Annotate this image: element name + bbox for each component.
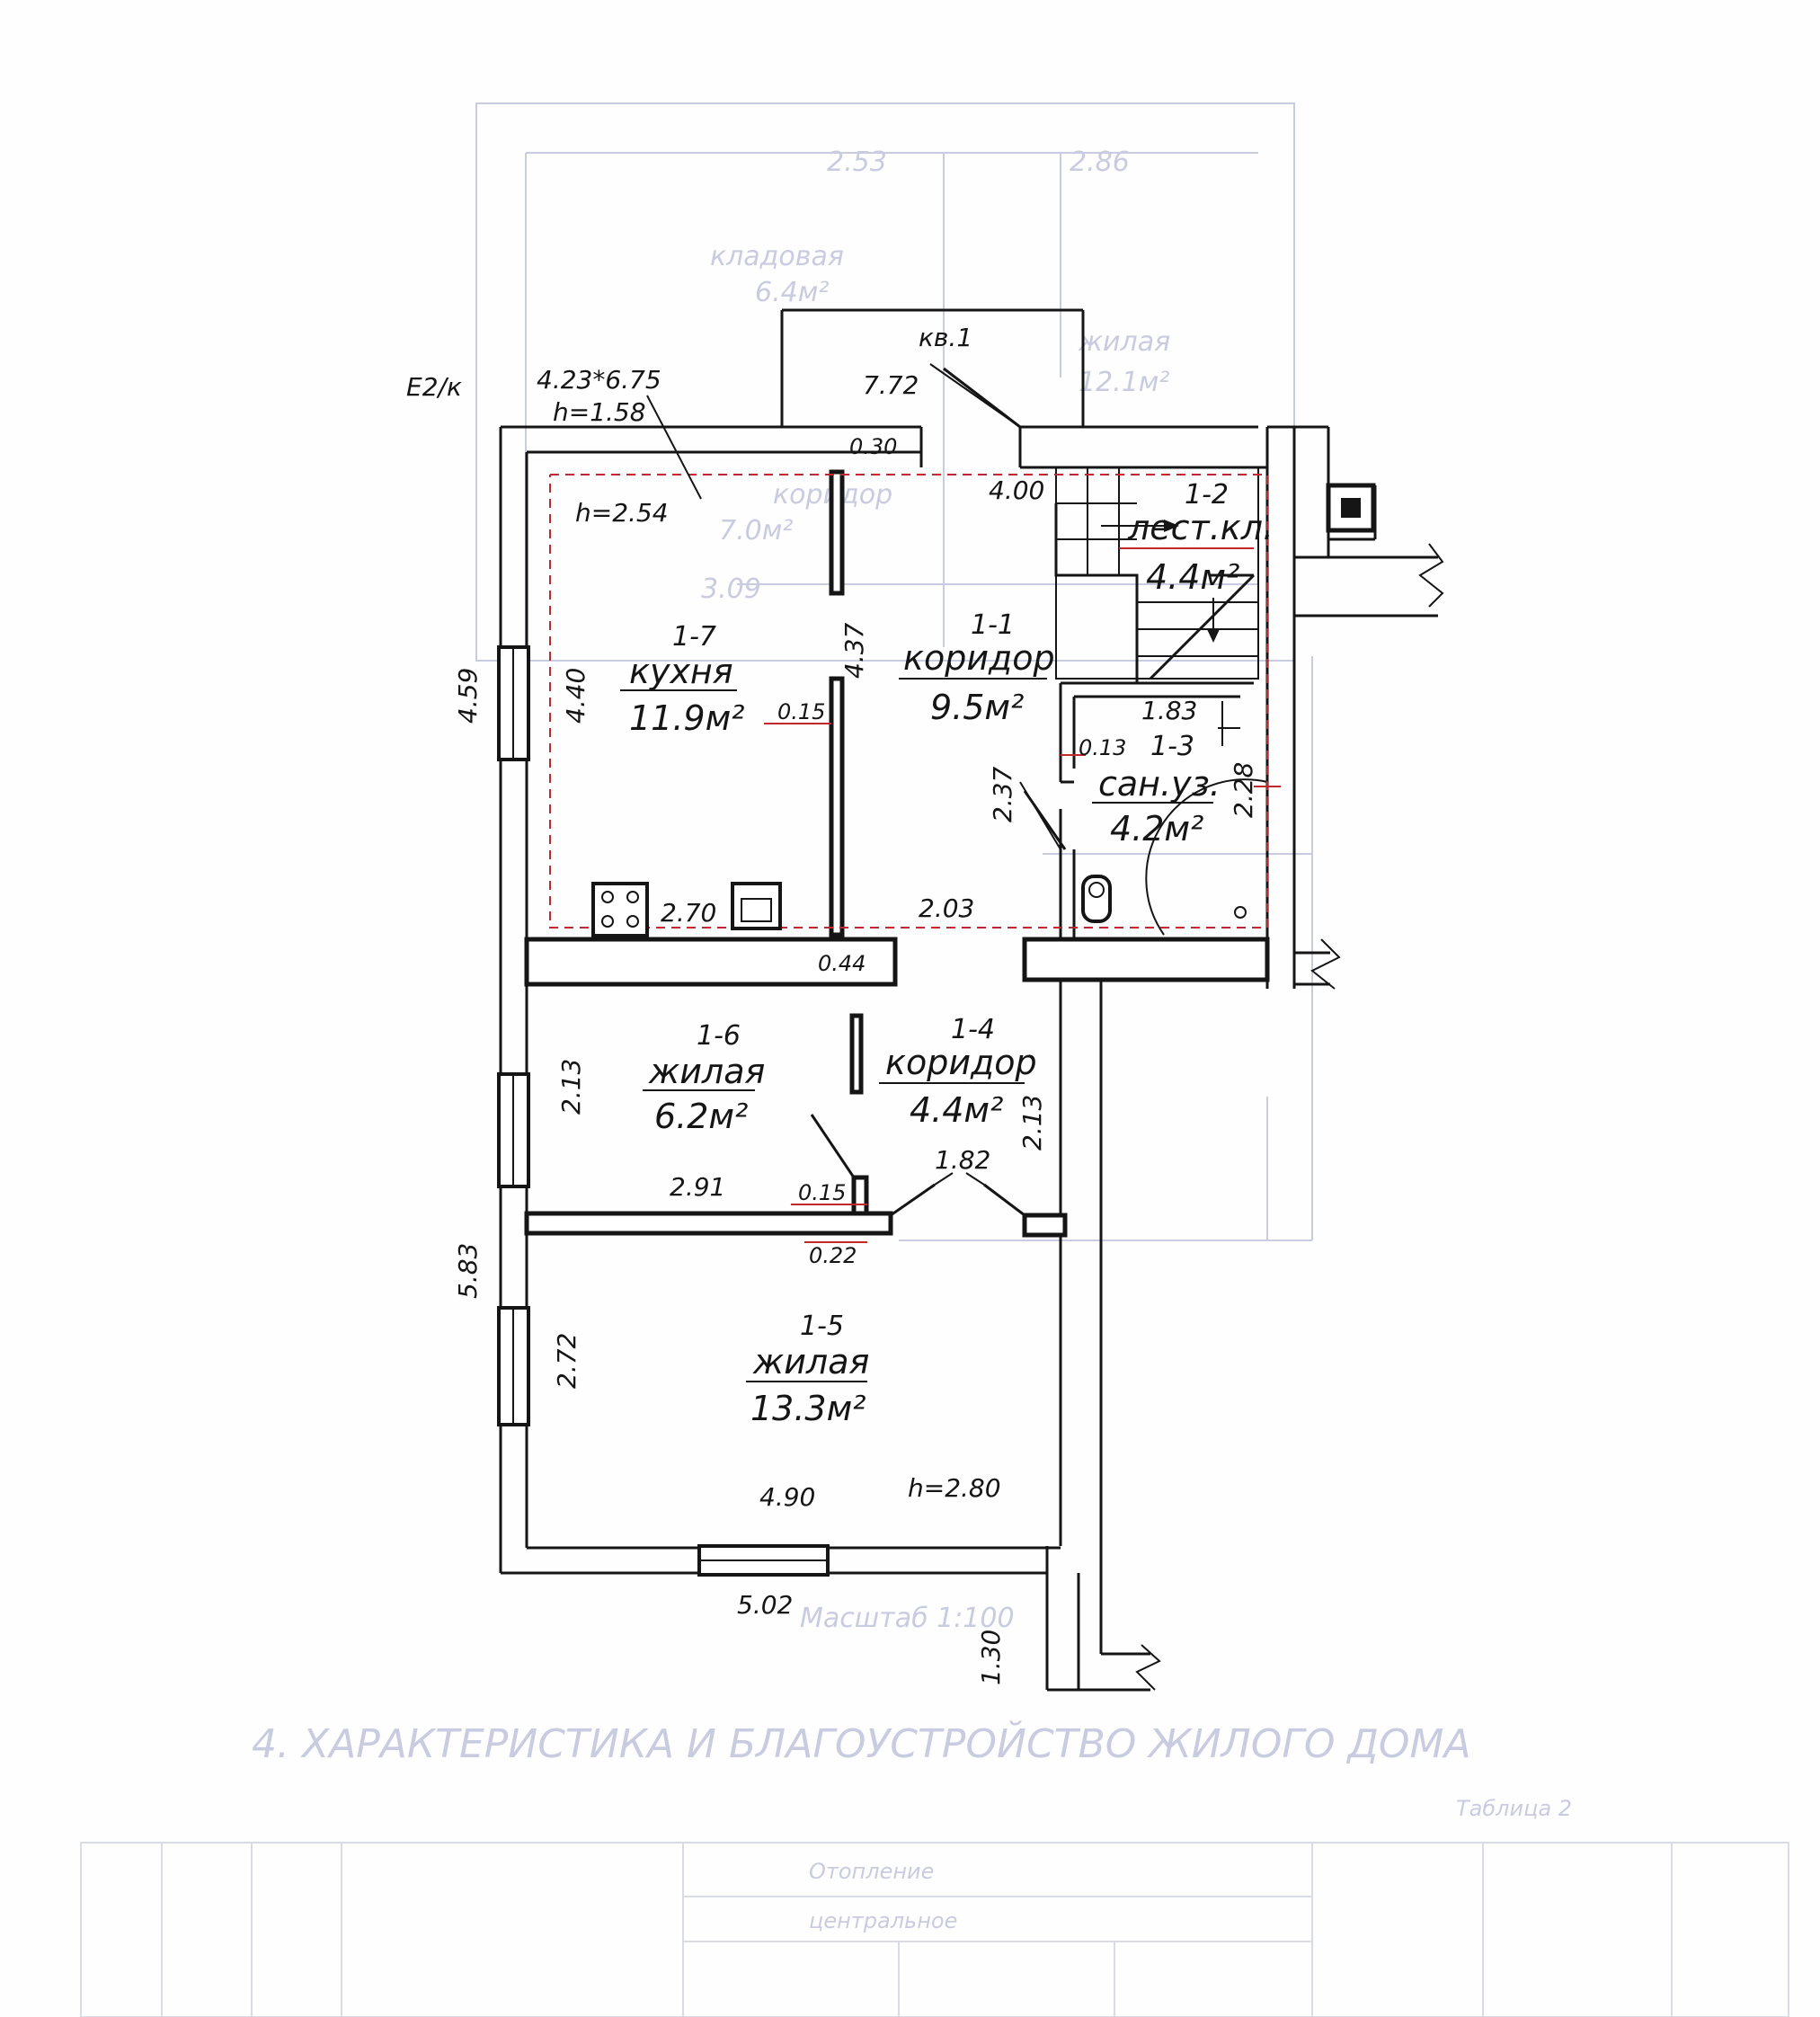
kitchen-height: h=2.54 — [575, 498, 669, 528]
labels: Е2/к 4.23*6.75 h=1.58 кв.1 7.72 0.30 4.0… — [406, 323, 1274, 1685]
room-1-4-name: коридор — [885, 1043, 1037, 1082]
ghost-room-name: кладовая — [710, 241, 844, 272]
leader-lines — [544, 363, 1281, 1243]
ghost-table-header: Отопление — [809, 1859, 934, 1884]
dim-4-40: 4.40 — [561, 668, 590, 724]
dim-0-15-lower: 0.15 — [798, 1180, 846, 1205]
dim-2-13-left: 2.13 — [556, 1059, 586, 1115]
room-1-6-area: 6.2м² — [654, 1097, 748, 1136]
outbuilding-size: 4.23*6.75 — [537, 365, 661, 395]
room-1-5-number: 1-5 — [800, 1311, 844, 1342]
dim-0-22: 0.22 — [809, 1243, 857, 1268]
dim-2-03: 2.03 — [919, 893, 974, 923]
dim-2-72: 2.72 — [552, 1333, 582, 1389]
wall-stub-right — [1022, 1213, 1068, 1238]
dim-2-28: 2.28 — [1229, 762, 1258, 818]
drain — [1234, 906, 1247, 919]
dim-2-13-right: 2.13 — [1017, 1095, 1047, 1151]
wall-mid-right — [1022, 937, 1270, 982]
dim-1-30: 1.30 — [976, 1630, 1006, 1685]
room-1-7-number: 1-7 — [672, 621, 716, 653]
ghost-table-label: Таблица 2 — [1456, 1796, 1572, 1821]
partition-kitchen-upper — [829, 469, 845, 596]
bathroom-door-swing — [1145, 778, 1268, 936]
room-1-5-name: жилая — [752, 1342, 869, 1382]
room-1-3-name: сан.уз. — [1098, 764, 1221, 804]
dim-0-30: 0.30 — [849, 434, 897, 459]
staircase — [1054, 466, 1259, 683]
dim-4-00: 4.00 — [989, 475, 1044, 505]
outer-walls — [497, 308, 1444, 1692]
room-1-6-number: 1-6 — [697, 1020, 741, 1052]
room-1-1-name: коридор — [903, 638, 1055, 678]
room-1-7-name: кухня — [629, 652, 733, 691]
ghost-room-name: жилая — [1078, 326, 1170, 358]
bleed-through-layer: кладовая 6.4м² жилая 12.1м² коридор 7.0м… — [80, 102, 1789, 2017]
stove — [591, 882, 649, 937]
dim-4-59: 4.59 — [453, 668, 483, 724]
room-1-2-number: 1-2 — [1185, 479, 1229, 511]
ghost-room-area: 6.4м² — [755, 277, 829, 308]
dim-2-91: 2.91 — [670, 1172, 725, 1202]
room-1-1-number: 1-1 — [971, 609, 1015, 641]
room-1-2-area: 4.4м² — [1146, 557, 1239, 597]
ghost-table — [80, 1842, 1789, 2017]
partition-corridor-stub — [849, 1013, 864, 1095]
dim-0-15-upper: 0.15 — [777, 699, 825, 724]
ghost-scale-label: Масштаб 1:100 — [800, 1603, 1015, 1634]
ghost-dimension: 2.86 — [1070, 147, 1130, 178]
partition-kitchen-lower — [829, 676, 845, 937]
dim-2-70: 2.70 — [661, 898, 716, 928]
dim-1-82: 1.82 — [935, 1145, 990, 1175]
ghost-room-area: 7.0м² — [719, 515, 793, 546]
wall-room-1-6-1-5 — [524, 1211, 893, 1236]
ghost-room-area: 12.1м² — [1079, 367, 1169, 398]
room-1-2-name: лест.кл. — [1127, 508, 1274, 547]
dim-5-83: 5.83 — [453, 1243, 483, 1299]
chimney-duct — [1341, 498, 1361, 518]
apartment-label: кв.1 — [919, 323, 972, 352]
apartment-area: 7.72 — [863, 370, 919, 400]
room-1-6-name: жилая — [648, 1052, 765, 1091]
dim-0-44: 0.44 — [818, 951, 866, 976]
room-1-1-area: 9.5м² — [930, 688, 1024, 727]
dim-2-37: 2.37 — [988, 766, 1017, 822]
wall-stub — [851, 1175, 869, 1216]
dim-4-90: 4.90 — [759, 1482, 815, 1512]
outbuilding-height: h=1.58 — [553, 397, 646, 427]
kitchen-equipment — [591, 882, 782, 937]
room-1-3-area: 4.2м² — [1110, 809, 1203, 849]
room-1-4-number: 1-4 — [951, 1014, 995, 1045]
dim-1-83: 1.83 — [1141, 696, 1197, 725]
room-1-7-area: 11.9м² — [629, 698, 745, 738]
dim-4-37: 4.37 — [839, 622, 869, 679]
dim-5-02: 5.02 — [737, 1590, 793, 1620]
room-1-4-area: 4.4м² — [910, 1090, 1003, 1130]
area-boundary — [549, 474, 1268, 929]
dim-0-13: 0.13 — [1079, 735, 1126, 760]
room-1-3-number: 1-3 — [1150, 731, 1194, 762]
ghost-dimension: 3.09 — [701, 573, 761, 605]
ghost-section-heading: 4. ХАРАКТЕРИСТИКА И БЛАГОУСТРОЙСТВО ЖИЛО… — [252, 1719, 1471, 1767]
room-1-5-area: 13.3м² — [750, 1389, 866, 1428]
ghost-table-header: центральное — [809, 1908, 957, 1933]
sheet-mark: Е2/к — [406, 372, 462, 402]
wall-mid-left — [524, 937, 898, 987]
ghost-dimension: 2.53 — [827, 147, 887, 178]
living-height: h=2.80 — [908, 1473, 1001, 1503]
